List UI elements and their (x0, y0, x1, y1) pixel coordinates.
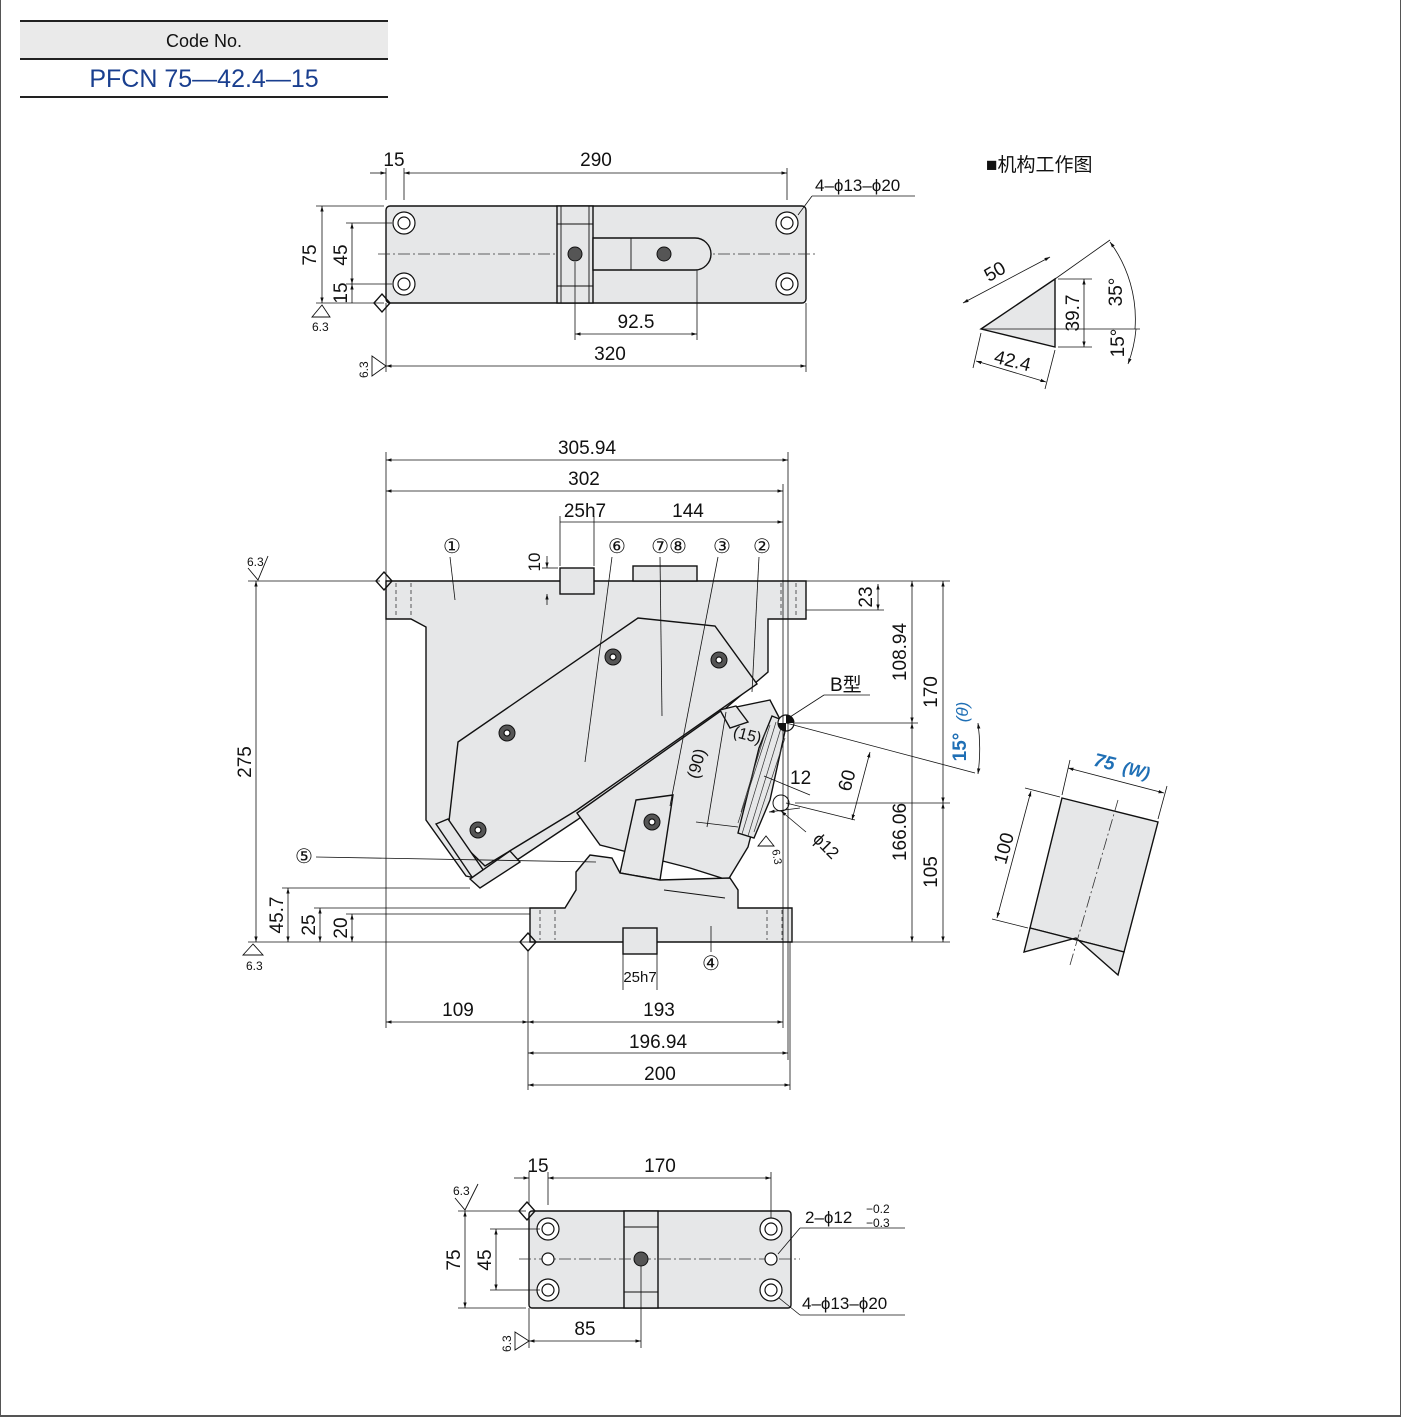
front-dim-275: 275 (235, 746, 256, 778)
front-dim-109: 109 (442, 1000, 474, 1021)
mech-dim-15: 15° (1108, 329, 1129, 358)
front-dim-302: 302 (568, 469, 600, 490)
front-dim-20: 20 (331, 917, 352, 938)
bottom-roughness-a: 6.3 (453, 1184, 470, 1198)
front-dim-144: 144 (672, 501, 704, 522)
callout-5: ⑤ (295, 846, 313, 868)
mechanism-title: ■机构工作图 (986, 154, 1092, 176)
top-bolt-a (567, 246, 583, 262)
mech-dim-39-7: 39.7 (1063, 295, 1084, 332)
top-view: 15 290 4–ϕ13–ϕ20 75 45 15 92.5 320 6.3 6… (300, 150, 915, 378)
bottom-dim-85: 85 (574, 1319, 595, 1340)
bottom-dim-170: 170 (644, 1156, 676, 1177)
front-top-block (632, 565, 698, 582)
front-angle-15: 15° (950, 733, 971, 762)
front-roughness-cutter: 6.3 (769, 848, 783, 865)
front-dim-166-06: 166.06 (890, 803, 911, 861)
front-view: B型 305.94 302 25h7 144 10 23 108.94 170 … (235, 438, 981, 1090)
top-dim-15v: 15 (331, 282, 352, 303)
front-b-type: B型 (830, 674, 862, 696)
top-bolt-b (656, 246, 672, 262)
front-dim-193: 193 (643, 1000, 675, 1021)
code-number-box: Code No. PFCN 75—42.4—15 (20, 20, 388, 98)
front-dim-25h7: 25h7 (564, 501, 606, 522)
workpiece-height: 100 (990, 831, 1018, 867)
callout-1: ① (443, 536, 461, 558)
bottom-dim-75: 75 (444, 1249, 465, 1270)
top-holes (392, 211, 799, 296)
front-angle-theta: (θ) (953, 702, 972, 723)
front-dim-23: 23 (856, 586, 877, 607)
front-dim-12: 12 (790, 768, 811, 789)
workpiece-notch (1023, 927, 1125, 977)
bottom-hole-spec-b: 4–ϕ13–ϕ20 (802, 1294, 887, 1313)
mech-dim-35: 35° (1106, 278, 1127, 307)
front-base (529, 854, 793, 943)
code-label: Code No. (20, 20, 388, 60)
front-roughness-bottom: 6.3 (246, 959, 263, 973)
workpiece-view: 75 (W) 100 (990, 750, 1168, 977)
top-dim-15: 15 (383, 150, 404, 171)
front-dim-170: 170 (921, 676, 942, 708)
bottom-view: 15 170 2–ϕ12 −0.2 −0.3 4–ϕ13–ϕ20 75 45 8… (444, 1156, 905, 1352)
workpiece-width: 75 (1092, 750, 1118, 776)
front-roughness-top: 6.3 (247, 555, 264, 569)
callout-2: ② (753, 536, 771, 558)
code-value: PFCN 75—42.4—15 (20, 60, 388, 98)
bottom-dim-45: 45 (475, 1249, 496, 1270)
top-hole-spec: 4–ϕ13–ϕ20 (815, 176, 900, 195)
bottom-holes (536, 1217, 783, 1302)
front-dim-60: 60 (835, 768, 861, 794)
front-dim-200: 200 (644, 1064, 676, 1085)
front-key-top (559, 567, 595, 595)
front-dim-10: 10 (525, 553, 544, 572)
front-dim-108-94: 108.94 (890, 623, 911, 682)
front-dim-45-7: 45.7 (267, 897, 288, 934)
front-dim-305-94: 305.94 (558, 438, 617, 459)
mechanism-diagram: ■机构工作图 50 39.7 35° 15° 42.4 (962, 154, 1140, 390)
front-dim-25h7-bottom: 25h7 (623, 969, 656, 986)
callout-3: ③ (713, 536, 731, 558)
part-callouts: ① ⑥ ⑦⑧ ③ ② ⑤ ④ (295, 536, 771, 975)
callout-7-8: ⑦⑧ (651, 536, 687, 558)
front-key-bottom (622, 927, 658, 955)
mechanism-triangle (979, 277, 1056, 348)
workpiece-body (1029, 797, 1159, 953)
top-dim-75: 75 (300, 244, 321, 265)
top-dim-45: 45 (331, 244, 352, 265)
bottom-roughness-b: 6.3 (500, 1335, 514, 1352)
top-dim-92-5: 92.5 (618, 312, 655, 333)
bottom-tol-upper: −0.2 (866, 1202, 890, 1216)
bottom-dim-15: 15 (527, 1156, 548, 1177)
top-slot (592, 237, 712, 271)
mech-dim-42-4: 42.4 (992, 347, 1033, 376)
callout-6: ⑥ (608, 536, 626, 558)
top-dim-320: 320 (594, 344, 626, 365)
front-dim-phi12: ϕ12 (809, 829, 843, 863)
front-dim-105: 105 (921, 856, 942, 888)
front-dim-25: 25 (299, 914, 320, 935)
top-dim-290: 290 (580, 150, 612, 171)
workpiece-width-symbol: (W) (1121, 758, 1152, 783)
top-roughness-a: 6.3 (312, 320, 329, 334)
bottom-hole-spec-a: 2–ϕ12 (805, 1208, 852, 1227)
bottom-tol-lower: −0.3 (866, 1216, 890, 1230)
bottom-plate (528, 1210, 792, 1309)
mech-dim-50: 50 (981, 258, 1010, 287)
callout-4: ④ (702, 953, 720, 975)
top-roughness-b: 6.3 (357, 361, 371, 378)
front-dim-15-paren: (15) (731, 724, 763, 748)
front-dim-196-94: 196.94 (629, 1032, 688, 1053)
